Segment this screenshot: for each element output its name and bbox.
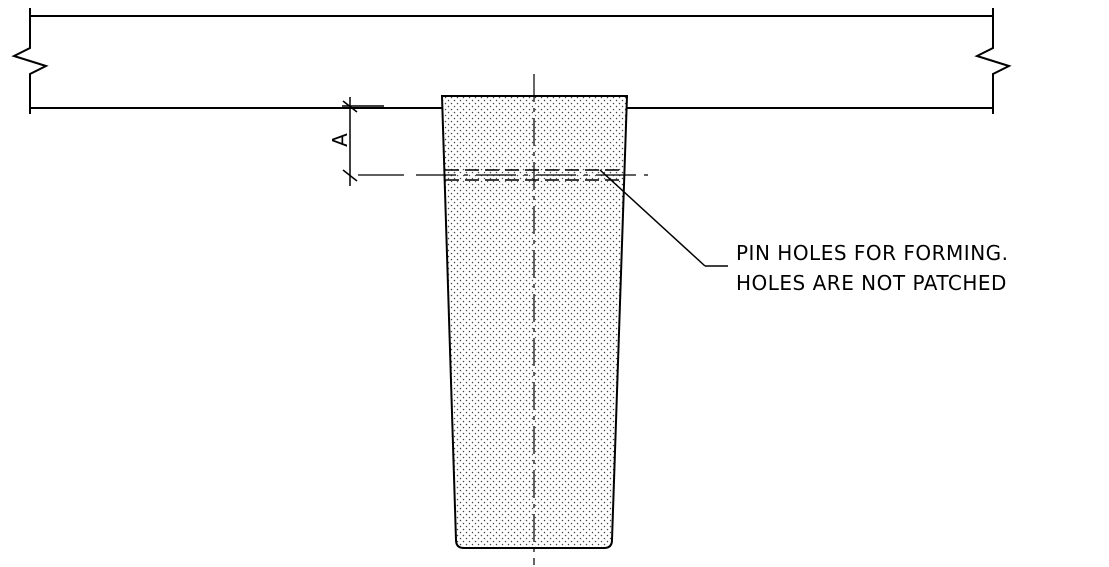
break-line-right <box>974 8 1012 114</box>
dimension-a <box>342 97 384 186</box>
callout-leader <box>599 169 728 267</box>
break-line-left <box>11 8 49 114</box>
callout-line-2: HOLES ARE NOT PATCHED <box>736 271 1007 295</box>
callout-line-1: PIN HOLES FOR FORMING. <box>736 241 1009 265</box>
dimension-label: A <box>328 133 352 147</box>
deck-slab <box>30 15 993 109</box>
